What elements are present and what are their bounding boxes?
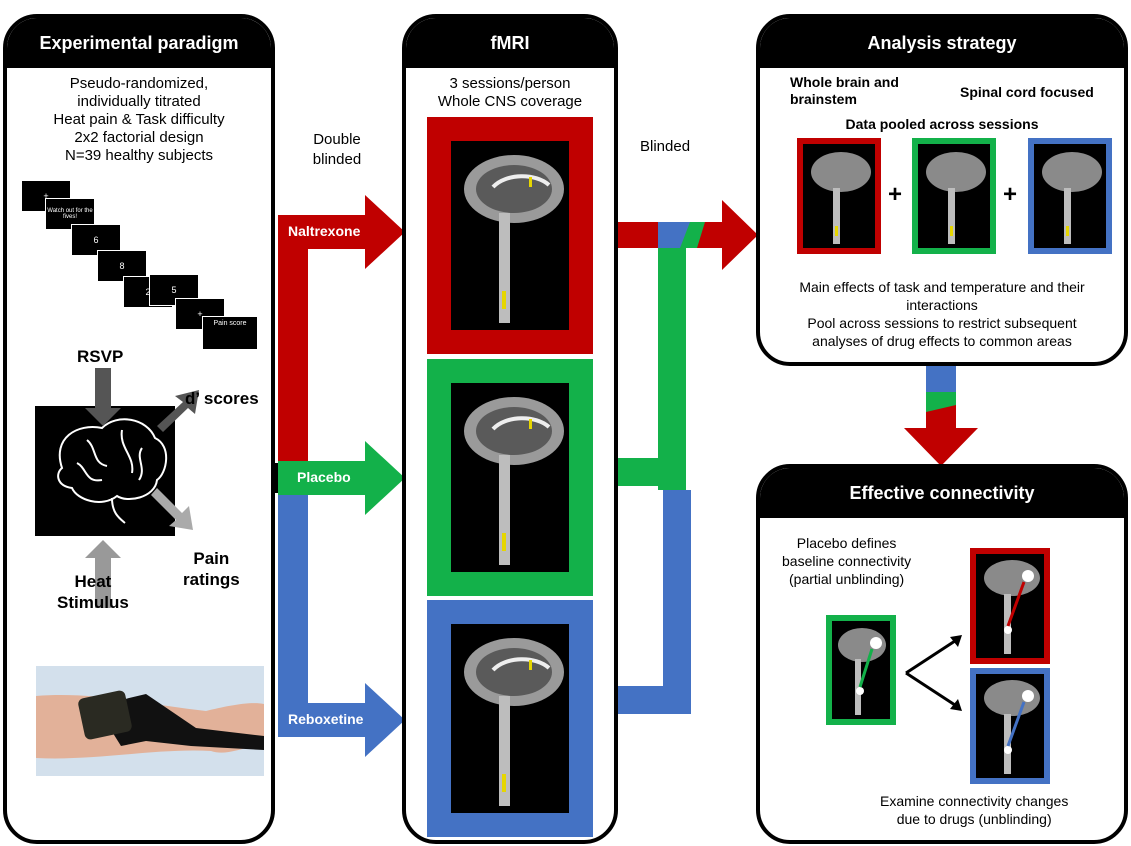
mri-scan-icon xyxy=(451,383,569,572)
naltrexone-out xyxy=(618,222,663,248)
plus-sign: + xyxy=(1003,181,1018,208)
brain-icon xyxy=(57,418,168,524)
heat-arrow xyxy=(85,540,121,608)
pain-score-slide: Pain score xyxy=(202,316,258,350)
brain-diagram xyxy=(35,368,199,608)
naltrexone-label: Naltrexone xyxy=(288,223,361,239)
mri-scan-icon xyxy=(976,554,1044,658)
analysis-strategy-panel: Analysis strategy Whole brain and brains… xyxy=(756,14,1128,366)
reboxetine-rise xyxy=(663,490,691,714)
effective-connectivity-panel: Effective connectivity Placebo defines b… xyxy=(756,464,1128,844)
mri-scan-icon xyxy=(832,621,890,719)
rsvp-label: RSVP xyxy=(77,347,124,366)
whole-brain-label: Whole brain and brainstem xyxy=(790,74,899,107)
naltrexone-connectivity-scan xyxy=(970,548,1050,664)
reboxetine-label: Reboxetine xyxy=(288,711,364,727)
paradigm-title: Experimental paradigm xyxy=(7,18,271,68)
pain-ratings-label: Pain ratings xyxy=(183,549,240,589)
fmri-description: 3 sessions/person Whole CNS coverage xyxy=(437,75,583,110)
placebo-scan xyxy=(427,359,593,596)
rsvp-arrow xyxy=(85,368,121,426)
placebo-defines-text: Placebo defines baseline connectivity (p… xyxy=(782,535,912,587)
reboxetine-connectivity-scan xyxy=(970,668,1050,784)
fmri-panel: fMRI 3 sessions/person Whole CNS coverag… xyxy=(402,14,618,844)
reboxetine-trunk xyxy=(278,470,308,720)
analysis-title: Analysis strategy xyxy=(760,18,1124,68)
double-blinded-label: Double blinded xyxy=(312,131,362,168)
placebo-out xyxy=(618,458,663,486)
dprime-label: d’ scores xyxy=(185,389,259,408)
baseline-connectivity-scan xyxy=(826,615,896,725)
plus-sign: + xyxy=(888,181,903,208)
examine-connectivity-text: Examine connectivity changes due to drug… xyxy=(880,793,1069,827)
dprime-arrow xyxy=(157,390,199,432)
naltrexone-arrow xyxy=(278,195,405,269)
placebo-label: Placebo xyxy=(297,469,351,485)
pooled-scan-placebo xyxy=(912,138,996,254)
reboxetine-scan xyxy=(427,600,593,837)
spinal-cord-label: Spinal cord focused xyxy=(960,84,1094,100)
naltrexone-trunk xyxy=(278,230,308,470)
placebo-rise xyxy=(658,230,686,490)
arm-thermode-photo xyxy=(36,666,264,776)
mri-scan-icon xyxy=(451,624,569,813)
down-arrow xyxy=(904,405,978,466)
merge-arrow xyxy=(697,200,758,270)
pooled-label: Data pooled across sessions xyxy=(845,116,1039,132)
pain-arrow xyxy=(151,488,193,530)
experimental-paradigm-panel: Experimental paradigm Pseudo-randomized,… xyxy=(3,14,275,844)
fmri-title: fMRI xyxy=(406,18,614,68)
connectivity-title: Effective connectivity xyxy=(760,468,1124,518)
analysis-description: Main effects of task and temperature and… xyxy=(799,279,1085,349)
paradigm-description: Pseudo-randomized, individually titrated… xyxy=(53,75,225,164)
naltrexone-scan xyxy=(427,117,593,354)
mri-scan-icon xyxy=(803,144,875,248)
mri-scan-icon xyxy=(976,674,1044,778)
branch-arrows xyxy=(905,635,962,711)
mri-scan-icon xyxy=(918,144,990,248)
heat-label: Heat Stimulus xyxy=(57,572,129,612)
mri-scan-icon xyxy=(1034,144,1106,248)
pooled-scan-reboxetine xyxy=(1028,138,1112,254)
mri-scan-icon xyxy=(451,141,569,330)
pooled-scan-naltrexone xyxy=(797,138,881,254)
reboxetine-arrow xyxy=(278,683,405,757)
placebo-arrow xyxy=(278,441,405,515)
blinded-label: Blinded xyxy=(640,138,691,155)
